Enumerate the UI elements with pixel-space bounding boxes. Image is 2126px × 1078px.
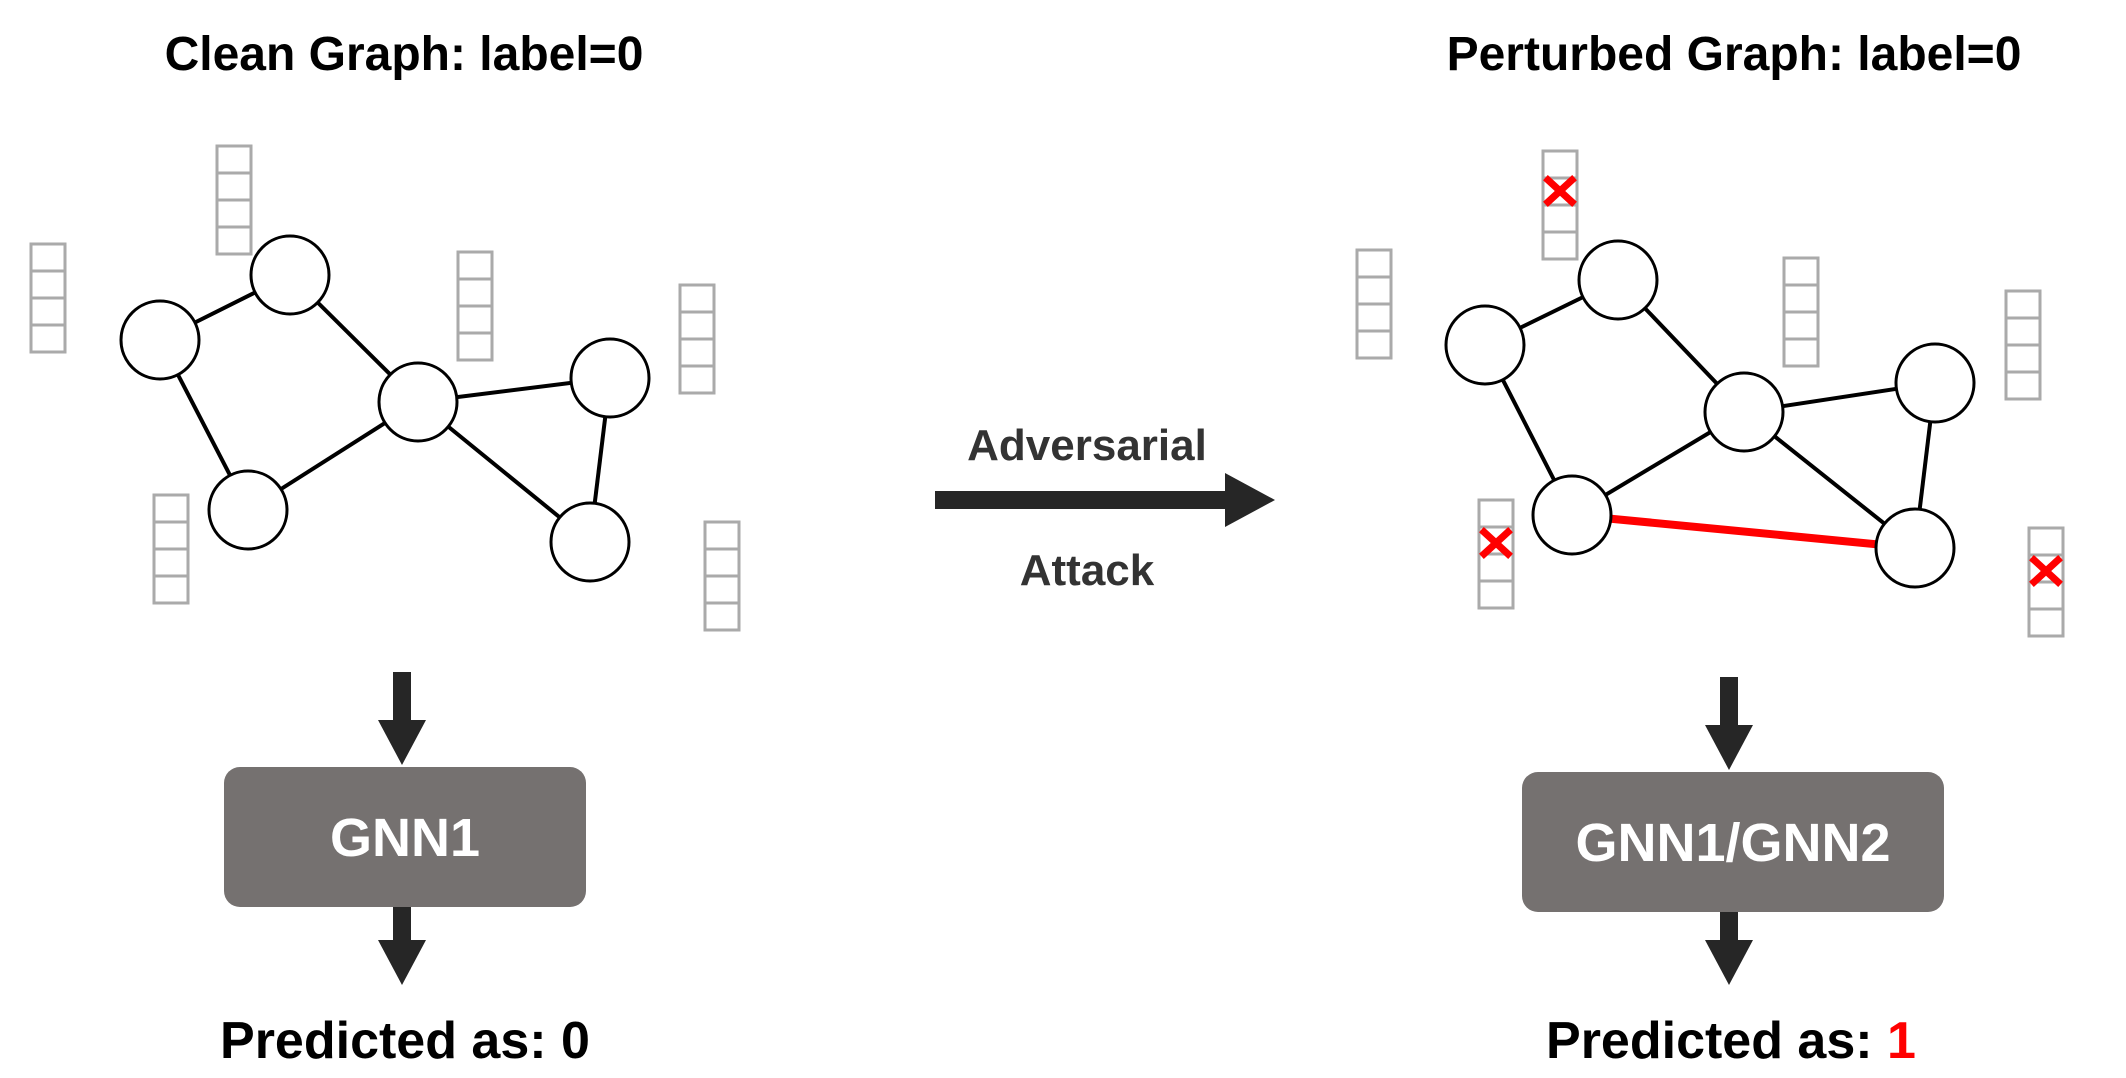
graph-node — [377, 361, 459, 443]
added-adversarial-edge — [1571, 511, 1916, 552]
clean-graph-title: Clean Graph: label=0 — [165, 28, 644, 81]
graph-node — [207, 469, 289, 551]
feature-vector — [703, 520, 741, 632]
perturbed-model-label: GNN1/GNN2 — [1575, 813, 1890, 873]
clean-input-arrow — [378, 672, 426, 765]
clean-output-arrow — [378, 907, 426, 985]
graph-node — [549, 501, 631, 583]
clean-model-label: GNN1 — [330, 808, 480, 868]
feature-vector — [29, 242, 67, 354]
clean-graph-nodes — [119, 234, 651, 583]
attack-arrow — [935, 473, 1275, 527]
perturbed-prediction: Predicted as: 1 — [1546, 1012, 1916, 1070]
clean-prediction-value: 0 — [561, 1012, 590, 1070]
attack-label-line1: Adversarial — [967, 421, 1207, 470]
attack-label-line2: Attack — [1020, 546, 1155, 595]
perturbed-prediction-prefix: Predicted as: — [1546, 1012, 1887, 1070]
graph-node — [1703, 371, 1785, 453]
clean-feature-vectors — [29, 144, 741, 632]
graph-node — [1894, 342, 1976, 424]
graph-node — [249, 234, 331, 316]
perturbed-prediction-value: 1 — [1887, 1012, 1916, 1070]
graph-node — [1444, 304, 1526, 386]
perturbed-input-arrow — [1705, 677, 1753, 770]
perturbation-marks — [1479, 175, 2063, 587]
perturbation-x-icon — [1479, 527, 1513, 559]
clean-graph — [29, 144, 741, 632]
perturbed-graph-nodes — [1444, 239, 1976, 589]
perturbed-model-box — [1522, 772, 1944, 912]
perturbation-x-icon — [1543, 175, 1577, 207]
clean-model-box — [224, 767, 586, 907]
perturbed-graph-title: Perturbed Graph: label=0 — [1447, 28, 2022, 81]
graph-node — [1577, 239, 1659, 321]
graph-node — [119, 299, 201, 381]
feature-vector — [456, 250, 494, 362]
clean-prediction: Predicted as: 0 — [220, 1012, 590, 1070]
feature-vector — [2004, 289, 2042, 401]
feature-vector — [1355, 248, 1393, 360]
graph-node — [1874, 507, 1956, 589]
perturbed-output-arrow — [1705, 912, 1753, 985]
feature-vector — [1782, 256, 1820, 368]
graph-node — [569, 337, 651, 419]
feature-vector — [678, 283, 716, 395]
perturbed-graph — [1355, 149, 2065, 638]
perturbation-x-icon — [2029, 555, 2063, 587]
feature-vector — [152, 493, 190, 605]
graph-node — [1531, 474, 1613, 556]
clean-prediction-prefix: Predicted as: — [220, 1012, 561, 1070]
feature-vector — [215, 144, 253, 256]
